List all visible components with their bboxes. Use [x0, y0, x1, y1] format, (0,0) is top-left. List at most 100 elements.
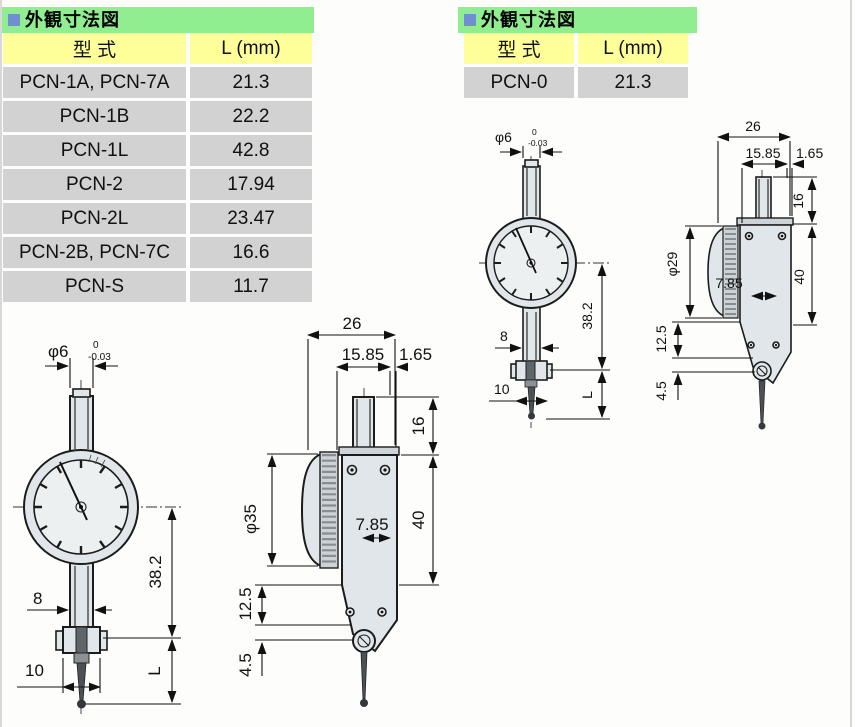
length-cell: 16.6: [190, 237, 312, 268]
dim-label-pivot-height: 4.5: [653, 381, 669, 401]
dim-label-clamp-width: 10: [494, 381, 510, 397]
column-header-length: L (mm): [578, 33, 688, 64]
length-cell: 42.8: [190, 135, 312, 166]
dim-label-tip-length: L: [579, 391, 595, 399]
contact-ball: [360, 699, 368, 707]
table-header-row: 型 式 L (mm): [464, 33, 688, 64]
model-cell: PCN-1B: [3, 101, 186, 132]
length-cell: 11.7: [190, 271, 312, 302]
dim-label-stem-width: 8: [500, 328, 508, 344]
upper-stem: [352, 396, 375, 454]
dim-label-stem-height: 16: [790, 193, 806, 209]
column-header-model: 型 式: [464, 33, 574, 64]
table-header-row: 型 式 L (mm): [3, 33, 312, 64]
dim-label-bezel-diameter: φ29: [664, 251, 680, 276]
stylus-holder: [73, 652, 90, 664]
needle-hub: [75, 501, 87, 513]
lower-stem: [69, 557, 94, 629]
left-side-view-drawing: 26 15.85 1.65 16 φ35 7.85 40 12.5 4.5: [236, 314, 439, 707]
right-side-view-drawing: 26 15.85 1.65 16 φ29 7.85 40 12.5 4.5: [653, 118, 823, 430]
model-cell: PCN-2B, PCN-7C: [3, 237, 186, 268]
dim-label-tip-length: L: [145, 666, 164, 675]
bezel-dome: [300, 452, 322, 568]
dial-needle: [59, 461, 88, 521]
stem-cap: [72, 388, 91, 398]
dim-label-lower-height: 12.5: [653, 325, 669, 352]
length-cell: 21.3: [190, 67, 312, 98]
length-cell: 23.47: [190, 203, 312, 234]
body-top-plate: [338, 446, 400, 456]
dim-label-overall-width: 26: [343, 314, 362, 333]
left-section-title: 外観寸法図: [25, 10, 120, 30]
length-cell: 17.94: [190, 169, 312, 200]
dial-ticks: [34, 460, 128, 554]
dim-label-lower-height: 12.5: [236, 587, 255, 620]
blue-square-icon: [8, 14, 20, 26]
stylus: [360, 651, 368, 700]
dim-label-body-height: 38.2: [579, 302, 595, 329]
column-header-model: 型 式: [3, 33, 186, 64]
dim-label-stem-width: 8: [33, 589, 42, 608]
dial-graduations: [88, 454, 106, 468]
body-top-plate: [736, 217, 794, 226]
dim-label-tol-upper: 0: [93, 340, 99, 351]
dim-label-face-width: 15.85: [342, 345, 385, 364]
clamp-core: [75, 626, 88, 654]
contact-ball: [77, 699, 86, 709]
right-section-title-bar: 外観寸法図: [458, 7, 697, 33]
model-cell: PCN-S: [3, 271, 186, 302]
model-cell: PCN-1A, PCN-7A: [3, 67, 186, 98]
dim-label-tip-offset: 7.85: [715, 275, 742, 291]
stylus-holder: [524, 379, 538, 388]
dim-label-diameter: φ6: [48, 342, 68, 361]
upper-stem: [69, 395, 94, 453]
dim-label-face-width: 15.85: [745, 145, 780, 161]
model-cell: PCN-2: [3, 169, 186, 200]
dim-label-tol-lower: -0.03: [88, 352, 111, 363]
dim-label-back-width: 1.65: [796, 145, 823, 161]
dim-label-overall-width: 26: [745, 118, 761, 134]
needle-hub: [526, 258, 536, 268]
right-front-view-drawing: φ6 0 -0.03 8 10 38.2 L: [479, 127, 612, 428]
right-section-title: 外観寸法図: [481, 10, 576, 30]
clamp-core: [525, 360, 536, 381]
dim-label-bezel-diameter: φ35: [241, 504, 260, 534]
dim-label-tol-lower: -0.03: [528, 138, 548, 148]
dim-label-diameter: φ6: [495, 129, 512, 145]
dimension-drawings: φ6 0 -0.03 8 10 38.2 L: [13, 118, 823, 716]
dim-label-pivot-height: 4.5: [236, 653, 255, 677]
model-cell: PCN-2L: [3, 203, 186, 234]
length-cell: 22.2: [190, 101, 312, 132]
page-right-border: [850, 0, 852, 727]
stylus: [76, 662, 87, 702]
indicator-body: [341, 454, 398, 653]
contact-ball: [528, 412, 535, 420]
dim-label-tip-offset: 7.85: [355, 515, 388, 534]
dim-label-body-height: 40: [791, 269, 807, 285]
upper-stem: [522, 165, 541, 220]
upper-stem: [755, 176, 772, 225]
model-cell: PCN-0: [464, 67, 574, 98]
page-left-border: [0, 0, 2, 727]
dim-label-body-height: 38.2: [146, 555, 165, 588]
model-cell: PCN-1L: [3, 135, 186, 166]
column-header-length: L (mm): [190, 33, 312, 64]
dim-label-body-height: 40: [409, 511, 428, 530]
dial-needle: [515, 227, 537, 274]
left-section-title-bar: 外観寸法図: [2, 7, 314, 33]
contact-ball: [758, 422, 766, 430]
dim-label-stem-height: 16: [409, 417, 428, 436]
left-front-view-drawing: φ6 0 -0.03 8 10 38.2 L: [13, 340, 184, 716]
dim-label-clamp-width: 10: [25, 661, 44, 680]
